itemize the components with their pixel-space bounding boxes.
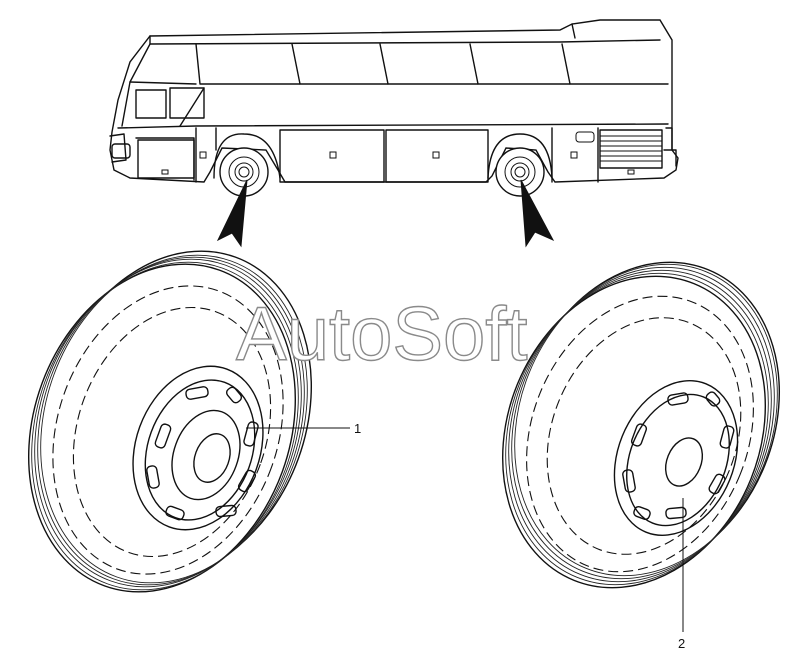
bus-side-view xyxy=(109,19,679,197)
watermark-text: AutoSoft xyxy=(236,292,528,377)
rear-wheel xyxy=(495,147,545,197)
rear-wheel-arrow xyxy=(520,179,555,248)
front-tyre-assembly xyxy=(27,250,313,593)
callout-label-1: 1 xyxy=(354,421,361,436)
front-wheel-arrow xyxy=(216,179,248,248)
rear-wheel-rim xyxy=(613,380,739,536)
rear-tyre-assembly xyxy=(501,261,781,589)
callout-label-2: 2 xyxy=(678,636,685,651)
front-wheel-rim xyxy=(132,365,264,531)
